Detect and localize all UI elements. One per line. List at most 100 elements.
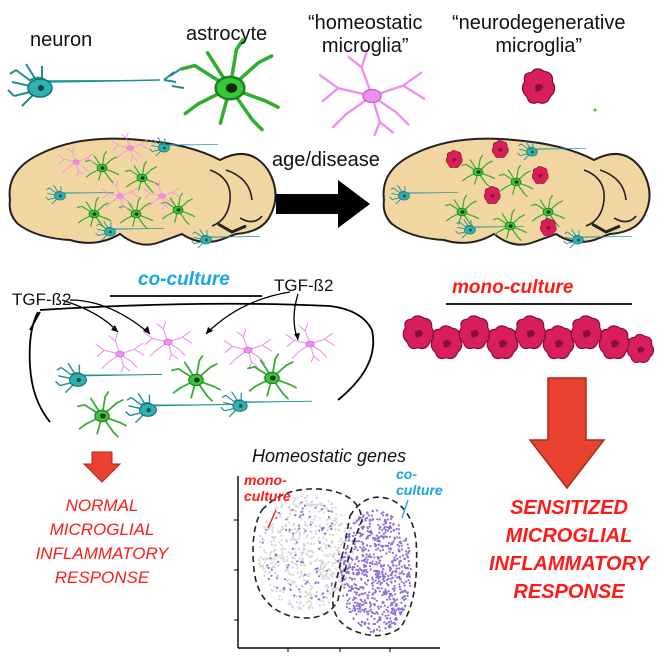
- scatter-point: [356, 565, 359, 568]
- scatter-point: [394, 610, 397, 614]
- scatter-point: [283, 560, 286, 563]
- scatter-point: [272, 539, 275, 542]
- scatter-point: [402, 595, 405, 598]
- scatter-point: [282, 528, 285, 531]
- scatter-point: [270, 574, 273, 577]
- scatter-point: [387, 542, 391, 545]
- scatter-point: [310, 537, 313, 540]
- scatter-point: [305, 601, 308, 604]
- scatter-point: [346, 583, 349, 586]
- scatter-point: [276, 530, 280, 533]
- scatter-point: [307, 504, 310, 507]
- scatter-point: [384, 627, 387, 630]
- scatter-point: [379, 564, 382, 567]
- scatter-point: [302, 579, 305, 582]
- scatter-point: [280, 534, 283, 537]
- scatter-point: [370, 555, 373, 559]
- scatter-point: [366, 527, 369, 530]
- scatter-point: [302, 604, 305, 607]
- astrocyte-label: astrocyte: [186, 23, 268, 45]
- scatter-point: [314, 595, 318, 598]
- scatter-point: [302, 542, 305, 546]
- scatter-point: [326, 555, 329, 558]
- scatter-point: [257, 558, 261, 562]
- scatter-point: [267, 566, 270, 570]
- scatter-point: [395, 567, 398, 570]
- transition-label: age/disease: [272, 149, 380, 171]
- scatter-point: [398, 583, 401, 586]
- scatter-point: [403, 564, 406, 567]
- scatter-point: [367, 610, 371, 613]
- scatter-point: [307, 579, 310, 582]
- scatter-point: [387, 624, 390, 628]
- scatter-point: [398, 541, 401, 544]
- scatter-point: [406, 591, 409, 594]
- scatter-point: [291, 508, 294, 511]
- scatter-point: [384, 528, 387, 532]
- scatter-point: [297, 505, 300, 508]
- scatter-point: [368, 519, 371, 522]
- scatter-point: [274, 572, 277, 575]
- scatter-point: [398, 585, 401, 589]
- scatter-point: [262, 567, 265, 570]
- scatter-point: [281, 525, 284, 528]
- scatter-point: [348, 566, 351, 569]
- scatter-point: [291, 566, 294, 569]
- scatter-point: [308, 515, 311, 519]
- scatter-point: [341, 540, 344, 543]
- scatter-point: [334, 561, 337, 565]
- scatter-point: [273, 566, 276, 569]
- scatter-point: [309, 584, 312, 587]
- scatter-point: [339, 569, 342, 572]
- scatter-point: [311, 500, 314, 503]
- scatter-point: [408, 564, 411, 567]
- scatter-point: [266, 564, 269, 567]
- scatter-point: [341, 541, 345, 545]
- scatter-point: [363, 592, 367, 595]
- scatter-point: [354, 586, 357, 590]
- scatter-point: [308, 582, 311, 585]
- scatter-point: [301, 559, 304, 562]
- monoculture-label: mono-culture: [452, 277, 574, 298]
- scatter-point: [291, 557, 294, 560]
- scatter-point: [287, 506, 290, 509]
- scatter-point: [306, 581, 309, 584]
- scatter-point: [298, 532, 302, 535]
- scatter-point: [376, 586, 379, 590]
- scatter-point: [323, 511, 326, 514]
- scatter-point: [306, 542, 309, 545]
- scatter-point: [300, 551, 303, 554]
- scatter-point: [331, 506, 334, 509]
- scatter-point: [332, 553, 335, 556]
- scatter-point: [293, 496, 296, 499]
- scatter-point: [366, 597, 369, 600]
- scatter-point: [340, 543, 343, 546]
- scatter-point: [298, 527, 301, 530]
- scatter-point: [405, 537, 408, 540]
- scatter-point: [395, 564, 398, 567]
- scatter-point: [307, 607, 310, 610]
- scatter-point: [300, 564, 303, 567]
- scatter-point: [332, 586, 335, 590]
- scatter-point: [348, 529, 351, 532]
- scatter-point: [337, 547, 340, 550]
- scatter-point: [369, 561, 372, 565]
- scatter-point: [378, 580, 381, 583]
- scatter-point: [352, 522, 355, 525]
- scatter-point: [353, 548, 356, 551]
- scatter-point: [378, 629, 381, 632]
- scatter-point: [367, 549, 370, 552]
- scatter-point: [333, 546, 336, 549]
- scatter-point: [393, 556, 396, 559]
- scatter-point: [298, 576, 301, 579]
- coculture-chamber: [28, 311, 51, 423]
- scatter-point: [366, 618, 369, 621]
- scatter-point: [385, 591, 388, 594]
- scatter-point: [356, 549, 359, 552]
- scatter-point: [303, 563, 306, 566]
- scatter-point: [361, 572, 364, 575]
- scatter-point: [292, 522, 296, 526]
- scatter-point: [364, 607, 367, 611]
- scatter-point: [405, 575, 409, 578]
- scatter-point: [364, 519, 367, 522]
